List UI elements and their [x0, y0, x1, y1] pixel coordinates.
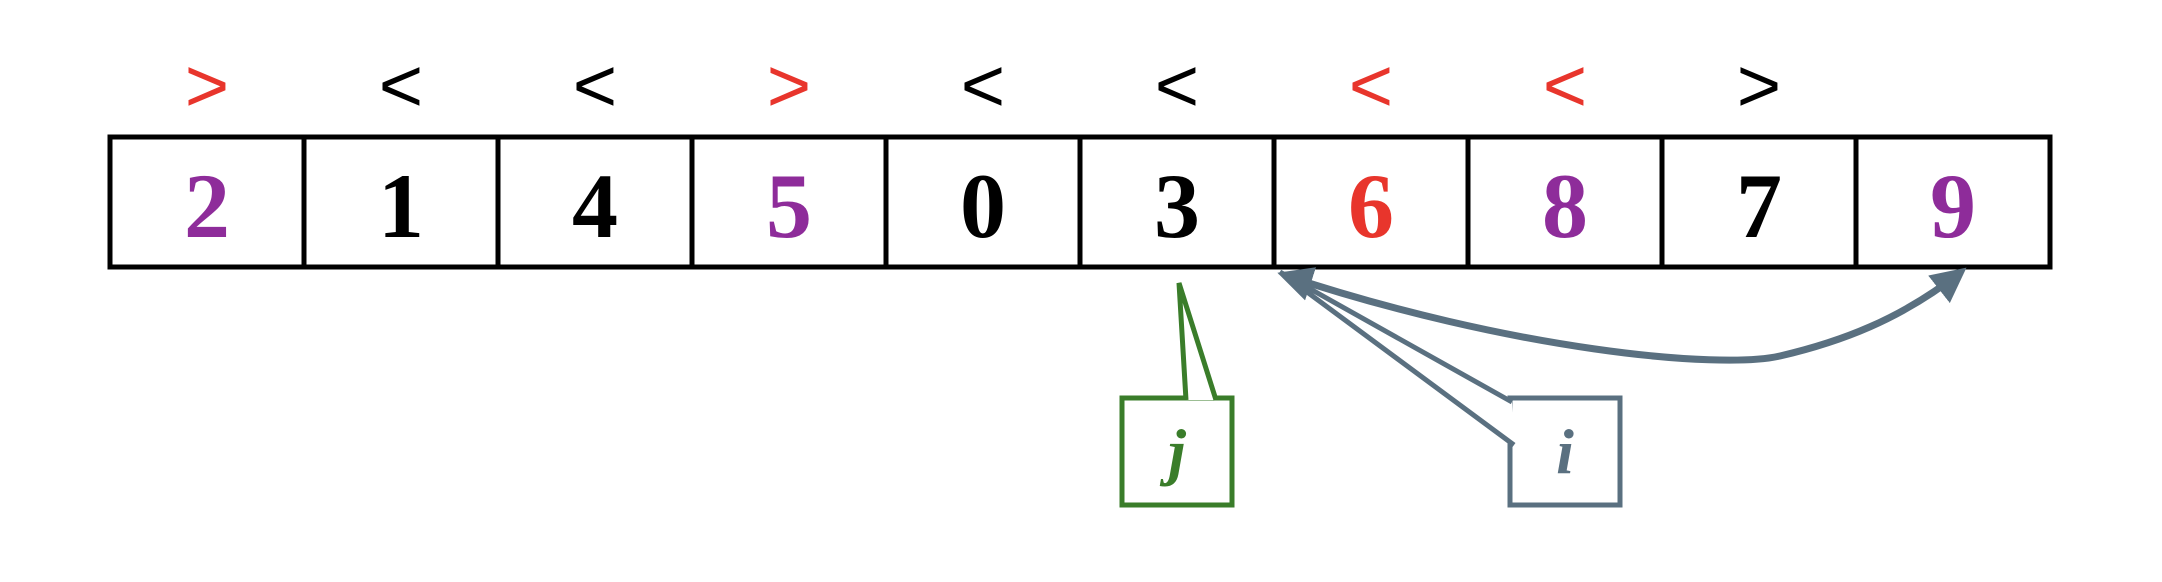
cell-value: 1 [378, 155, 424, 257]
cell-box [1077, 134, 1277, 270]
array-cell: 2 [107, 134, 307, 270]
cell-value: 2 [184, 155, 230, 257]
array-cell: 3 [1077, 134, 1277, 270]
comparison-sign: < [1349, 44, 1393, 129]
array-cell: 7 [1659, 134, 1859, 270]
comparison-sign: > [185, 44, 229, 129]
cell-value: 6 [1348, 155, 1394, 257]
array-cell: 1 [301, 134, 501, 270]
cell-value: 9 [1930, 155, 1976, 257]
comparison-sign: > [767, 44, 811, 129]
array-cell: 4 [495, 134, 695, 270]
cell-value: 8 [1542, 155, 1588, 257]
comparison-sign: < [379, 44, 423, 129]
cell-box [495, 134, 695, 270]
pointer-i: i [1278, 269, 1623, 508]
array-cells: 2 1 4 5 0 3 6 8 7 9 [107, 134, 2053, 270]
swap-arrow-path [1277, 267, 1967, 364]
cell-value: 3 [1154, 155, 1200, 257]
comparison-signs: > < < > < < < < > [185, 44, 1781, 129]
comparison-sign: < [1155, 44, 1199, 129]
pointer-box [1119, 395, 1235, 508]
pointer-wedge [1278, 269, 1516, 448]
array-cell: 6 [1271, 134, 1471, 270]
comparison-sign: < [1543, 44, 1587, 129]
cell-box [1465, 134, 1665, 270]
comparison-sign: < [961, 44, 1005, 129]
comparison-sign: < [573, 44, 617, 129]
cell-value: 5 [766, 155, 812, 257]
pointer-label: i [1556, 416, 1574, 487]
cell-box [301, 134, 501, 270]
cell-box [883, 134, 1083, 270]
array-cell: 5 [689, 134, 889, 270]
cell-box [107, 134, 307, 270]
cell-value: 7 [1736, 155, 1782, 257]
array-cell: 0 [883, 134, 1083, 270]
pointer-wedge [1176, 282, 1219, 401]
array-cell: 8 [1465, 134, 1665, 270]
pointer-box [1507, 395, 1623, 508]
cell-box [1659, 134, 1859, 270]
cell-box [1271, 134, 1471, 270]
pointer-j: j [1119, 282, 1235, 508]
cell-value: 0 [960, 155, 1006, 257]
cell-value: 4 [572, 155, 618, 257]
array-cell: 9 [1853, 134, 2053, 270]
swap-arrow [1277, 267, 1967, 364]
comparison-sign: > [1737, 44, 1781, 129]
cell-box [1853, 134, 2053, 270]
